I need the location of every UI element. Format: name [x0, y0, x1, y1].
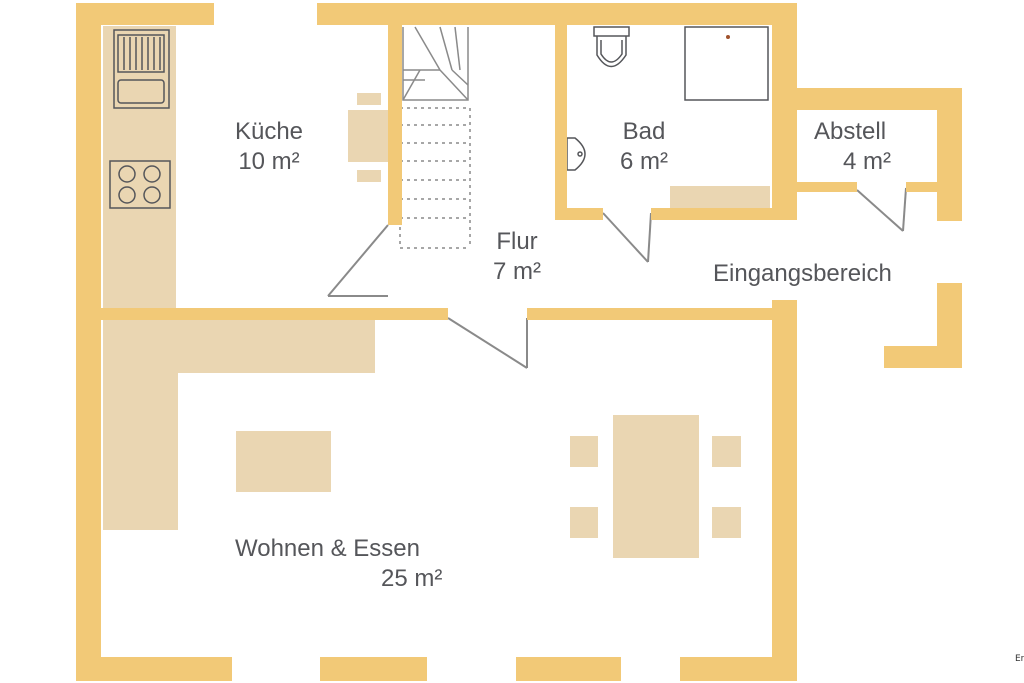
room-name: Küche	[234, 118, 304, 145]
toilet-icon	[593, 26, 630, 68]
furniture	[103, 26, 770, 558]
wall	[76, 3, 214, 25]
doors	[327, 187, 907, 369]
room-label-bad: Bad 6 m²	[589, 117, 699, 177]
wall	[317, 3, 797, 25]
wall	[76, 657, 232, 681]
room-label-flur: Flur 7 m²	[462, 227, 572, 287]
bathtub	[670, 186, 770, 210]
wall	[555, 208, 603, 220]
door-storage	[856, 187, 907, 232]
door-kitchen	[327, 224, 389, 297]
room-area: 7 m²	[493, 258, 541, 285]
kitchen-chair	[357, 170, 381, 182]
shower-drain-icon	[726, 35, 730, 39]
kitchen-table	[348, 110, 390, 162]
wall	[772, 300, 797, 681]
wall	[555, 25, 567, 215]
room-label-wohnen: Wohnen & Essen 25 m²	[235, 534, 442, 594]
wall	[937, 88, 962, 221]
room-name: Abstell	[814, 118, 887, 145]
wall	[906, 182, 937, 192]
kitchen-counter	[103, 26, 176, 308]
room-name: Eingangsbereich	[713, 260, 892, 287]
sofa	[236, 431, 331, 492]
wall	[884, 346, 962, 368]
wall	[527, 308, 772, 320]
room-area: 25 m²	[381, 565, 443, 592]
room-area: 10 m²	[238, 148, 300, 175]
dining-chair	[570, 507, 598, 538]
wall	[797, 182, 857, 192]
wall	[516, 657, 621, 681]
room-label-eingang: Eingangsbereich	[713, 259, 892, 289]
shower-icon	[684, 26, 769, 101]
corner-text: Er	[1015, 654, 1024, 664]
door-living	[447, 317, 528, 369]
room-name: Bad	[622, 118, 666, 145]
wall	[772, 3, 797, 220]
room-area: 6 m²	[620, 148, 668, 175]
wall	[320, 657, 427, 681]
kitchen-bar-vertical	[103, 318, 178, 530]
room-name: Flur	[496, 228, 538, 255]
washbasin-icon	[566, 137, 586, 171]
dining-chair	[712, 436, 741, 467]
sink-icon	[113, 29, 170, 109]
door-bath	[602, 212, 652, 263]
dining-chair	[712, 507, 741, 538]
room-name: Wohnen & Essen	[235, 535, 421, 562]
wall	[76, 3, 101, 681]
room-label-kueche: Küche 10 m²	[214, 117, 324, 177]
walls	[76, 3, 962, 681]
dining-table	[613, 415, 699, 558]
stove-icon	[109, 160, 171, 209]
room-area: 4 m²	[843, 148, 891, 175]
room-label-abstell: Abstell 4 m²	[814, 117, 891, 177]
wall	[101, 308, 448, 320]
staircase	[399, 26, 471, 249]
dining-chair	[570, 436, 598, 467]
wall	[797, 88, 962, 110]
wall	[651, 208, 797, 220]
wall	[388, 25, 402, 225]
kitchen-chair	[357, 93, 381, 105]
